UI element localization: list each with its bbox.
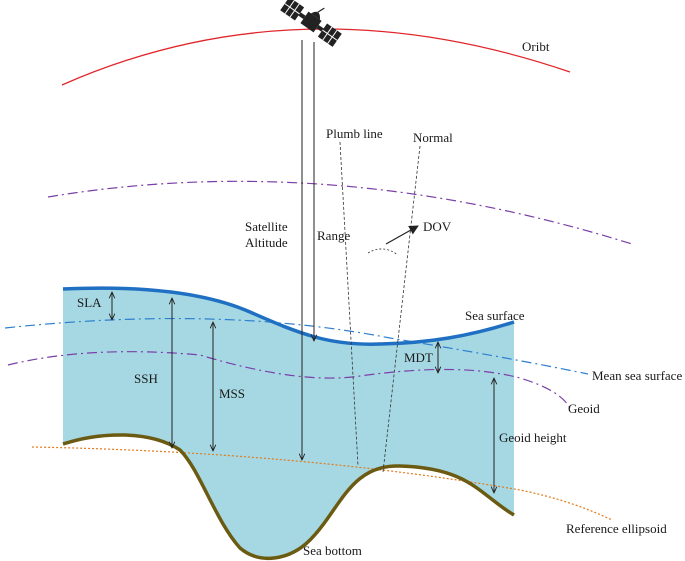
sea-surface-label: Sea surface [465,308,525,323]
range-label: Range [317,228,350,243]
geoid-label: Geoid [568,401,600,416]
mss-label: MSS [219,386,245,401]
mean-sea-surface-label: Mean sea surface [592,368,682,383]
sla-label: SLA [77,295,102,310]
satellite-icon [280,0,342,47]
sea-bottom-line [62,433,515,561]
orbit-label: Oribt [522,39,550,54]
dov-label: DOV [423,219,452,234]
reference-ellipsoid-line [31,446,613,521]
orbit-curve [61,28,571,86]
satellite-altitude-label-line2: Altitude [245,235,288,250]
dov-arc [367,248,399,256]
dov-arrow [385,225,419,245]
geoid-line [7,351,571,409]
sea-bottom-label: Sea bottom [303,543,362,558]
reference-ellipsoid-label: Reference ellipsoid [566,521,667,536]
ocean-body [63,288,514,559]
mdt-label: MDT [404,350,433,365]
upper-dashdot-curve [47,180,633,245]
ssh-label: SSH [134,371,158,386]
plumb-line [339,141,359,467]
normal-label: Normal [413,130,453,145]
geoid-height-label: Geoid height [499,430,567,445]
sea-surface-line [62,286,515,346]
mean-sea-surface-line [4,317,589,375]
satellite-altitude-label-line1: Satellite [245,219,288,234]
plumb-line-label: Plumb line [326,126,383,141]
